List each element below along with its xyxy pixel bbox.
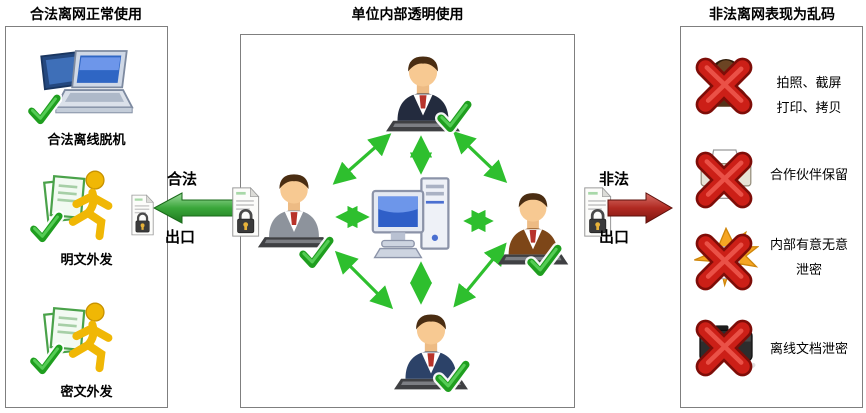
green-check-icon bbox=[435, 97, 473, 135]
document-lock-icon bbox=[228, 184, 262, 240]
legal-offline-label: 合法离线脱机 bbox=[47, 133, 126, 148]
right-panel-title: 非法离网表现为乱码 bbox=[709, 7, 835, 23]
photo-screenshot-label-1: 拍照、截屏 bbox=[776, 76, 842, 91]
legal-export-arrow-icon bbox=[152, 192, 239, 224]
internal-leak-label-1: 内部有意无意 bbox=[769, 238, 848, 253]
photo-screenshot-label-2: 打印、拷贝 bbox=[776, 101, 842, 116]
red-cross-icon bbox=[691, 229, 757, 295]
ciphertext-outgoing-label: 密文外发 bbox=[60, 385, 113, 400]
green-check-icon bbox=[26, 91, 62, 127]
left-panel-title: 合法离网正常使用 bbox=[30, 7, 142, 23]
center-panel-title: 单位内部透明使用 bbox=[351, 7, 464, 23]
legal-word: 合法 bbox=[166, 170, 197, 188]
green-check-icon bbox=[28, 341, 64, 377]
desktop-computer-icon bbox=[367, 173, 465, 263]
green-check-icon bbox=[28, 209, 64, 245]
center-panel bbox=[240, 34, 575, 408]
illegal-word: 非法 bbox=[598, 170, 629, 188]
red-cross-icon bbox=[691, 147, 757, 213]
green-check-icon bbox=[433, 357, 471, 395]
green-double-arrow-links bbox=[332, 131, 508, 310]
legal-exit-word: 出口 bbox=[164, 228, 195, 246]
document-lock-icon bbox=[128, 192, 156, 238]
internal-leak-label-2: 泄密 bbox=[795, 263, 822, 278]
illegal-export-arrow-icon bbox=[607, 192, 674, 224]
green-check-icon bbox=[297, 233, 335, 271]
illegal-exit-word: 出口 bbox=[598, 228, 629, 246]
right-panel: 拍照、截屏 打印、拷贝 合作伙伴保留 ?!! 内部有意无意 泄密 离线文档泄密 bbox=[680, 26, 863, 408]
red-cross-icon bbox=[691, 315, 757, 381]
red-cross-icon bbox=[691, 53, 757, 119]
partner-retention-label: 合作伙伴保留 bbox=[769, 168, 848, 183]
offline-doc-leak-label: 离线文档泄密 bbox=[769, 342, 848, 357]
plaintext-outgoing-label: 明文外发 bbox=[60, 253, 113, 268]
green-check-icon bbox=[525, 241, 563, 279]
